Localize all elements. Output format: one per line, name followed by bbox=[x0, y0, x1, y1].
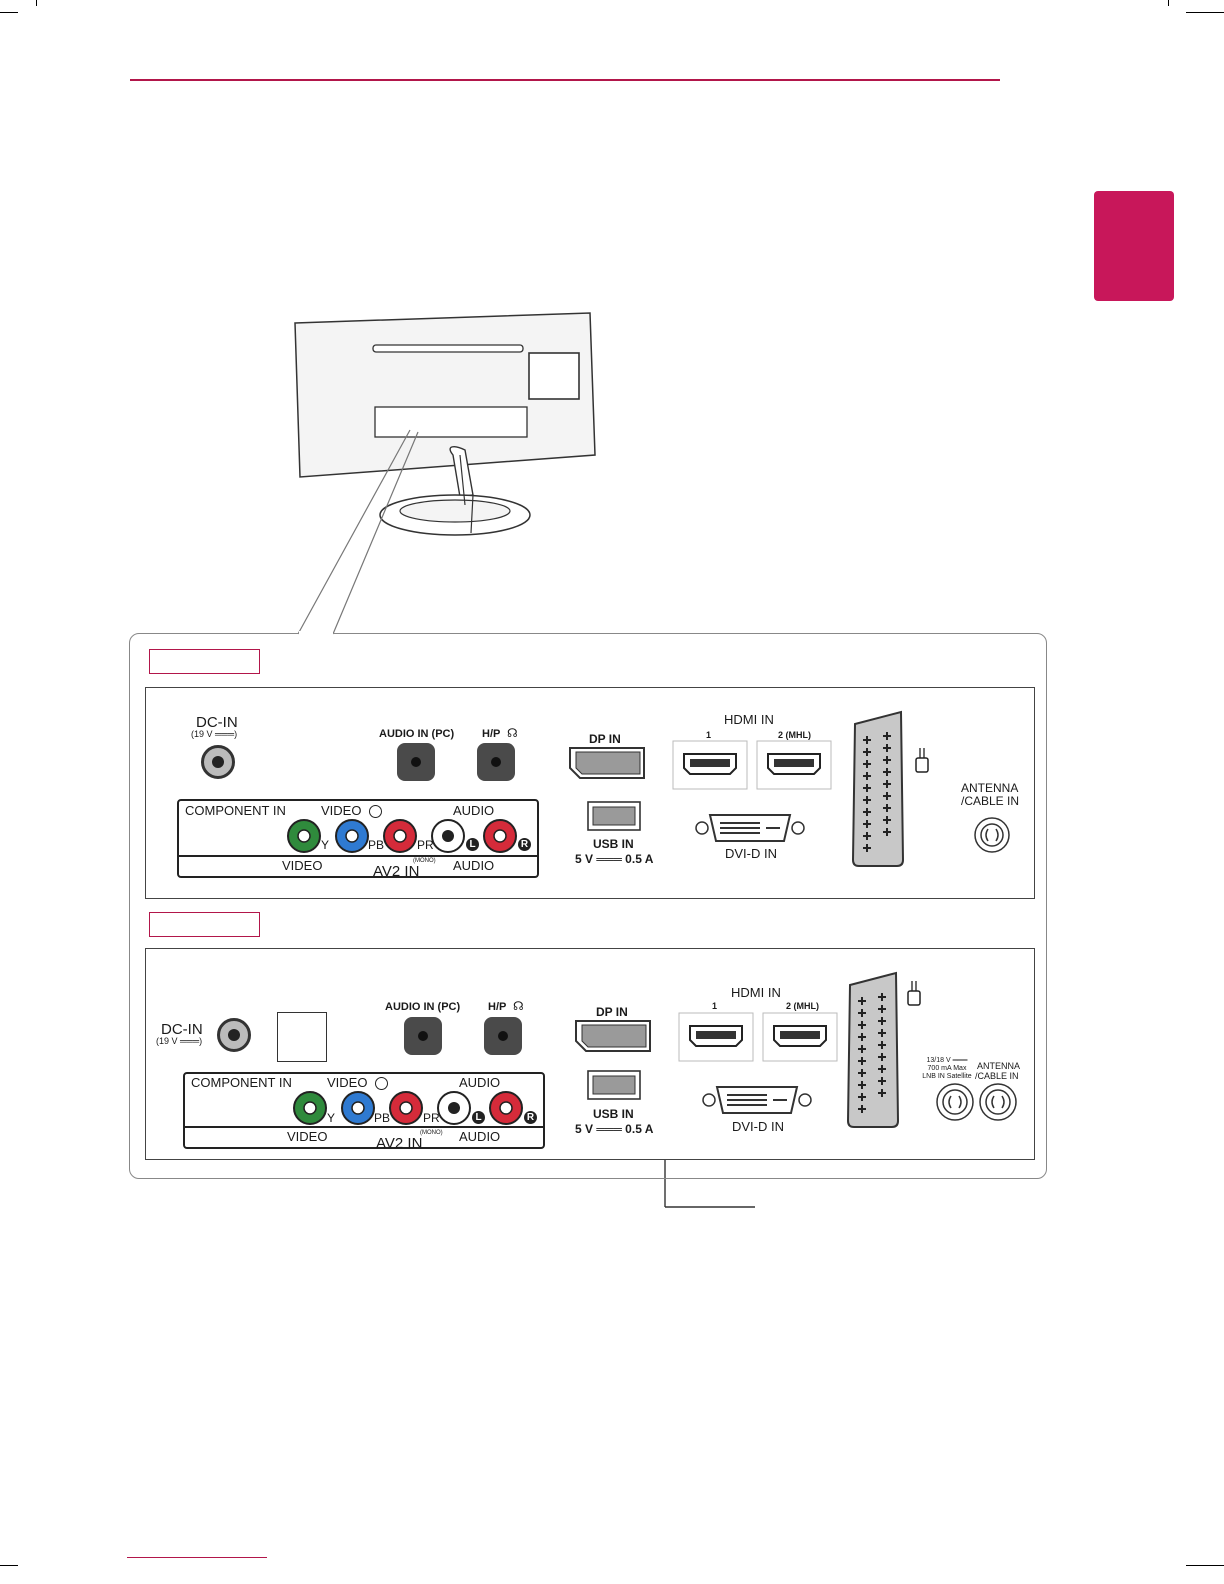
y-label: Y bbox=[327, 1111, 336, 1125]
l-label: L bbox=[472, 1111, 485, 1124]
audio-group-label: AUDIO bbox=[453, 803, 495, 818]
dp-port bbox=[575, 1020, 651, 1052]
crop-mark-bottom-right bbox=[1186, 1565, 1224, 1566]
audio-in-pc-label: AUDIO IN (PC) bbox=[379, 728, 455, 740]
av2-in-box bbox=[183, 1072, 545, 1149]
footer-rule bbox=[127, 1557, 267, 1558]
dvi-port bbox=[695, 814, 805, 842]
av2-in-label: AV2 IN bbox=[376, 1135, 423, 1152]
usb-in-label: USB IN bbox=[593, 837, 634, 851]
l-label: L bbox=[466, 838, 479, 851]
pr-label: PR bbox=[423, 1111, 440, 1125]
r-label: R bbox=[524, 1111, 537, 1124]
audio-bottom-label: AUDIO bbox=[453, 858, 495, 873]
audio-in-pc-port bbox=[404, 1017, 442, 1055]
crop-mark-top-left-v bbox=[36, 0, 37, 6]
antenna-label-line1: ANTENNA bbox=[977, 1061, 1021, 1071]
video-bottom-label: VIDEO bbox=[287, 1129, 328, 1144]
blank-port-cover bbox=[277, 1012, 327, 1062]
dp-in-label: DP IN bbox=[589, 732, 621, 746]
dc-in-spec: (19 V ═══) bbox=[156, 1036, 203, 1046]
usb-spec: 5 V ═══ 0.5 A bbox=[575, 852, 654, 866]
hp-label: H/P bbox=[482, 728, 501, 740]
headphone-icon: ☊ bbox=[513, 999, 524, 1013]
pr-label: PR bbox=[417, 838, 434, 852]
antenna-label-line1: ANTENNA bbox=[961, 781, 1019, 795]
hdmi-2-port bbox=[762, 1012, 838, 1062]
side-tab bbox=[1094, 191, 1174, 301]
dvi-port bbox=[702, 1086, 812, 1114]
usb-spec: 5 V ═══ 0.5 A bbox=[575, 1122, 654, 1136]
component-in-label: COMPONENT IN bbox=[191, 1075, 292, 1090]
dp-port bbox=[569, 747, 645, 779]
pb-label: PB bbox=[368, 838, 385, 852]
scart-icon bbox=[907, 981, 921, 1006]
scart-port bbox=[846, 971, 900, 1128]
hdmi-2-label: 2 (MHL) bbox=[778, 730, 811, 740]
hdmi-1-port bbox=[678, 1012, 754, 1062]
usb-port bbox=[587, 1070, 641, 1100]
mono-label: (MONO) bbox=[413, 858, 436, 864]
input-panel-2: DC-IN (19 V ═══) AUDIO IN (PC) H/P ☊ DP … bbox=[145, 948, 1035, 1160]
hdmi-1-label: 1 bbox=[706, 730, 712, 740]
antenna-label-line2: /CABLE IN bbox=[961, 794, 1020, 808]
usb-port bbox=[587, 801, 641, 831]
crop-mark-top-left bbox=[0, 12, 18, 13]
hdmi-2-port bbox=[756, 740, 832, 790]
model-tag-2 bbox=[149, 912, 260, 937]
dc-in-label: DC-IN bbox=[161, 1021, 203, 1038]
crop-mark-bottom-left bbox=[0, 1565, 18, 1566]
audio-group-label: AUDIO bbox=[459, 1075, 501, 1090]
lnb-label: 13/18 V ═══ 700 mA Max LNB IN Satellite bbox=[922, 1057, 972, 1080]
rca-jacks bbox=[287, 819, 517, 853]
headphone-icon: ☊ bbox=[507, 726, 518, 740]
hp-label: H/P bbox=[488, 1001, 507, 1013]
antenna-label-line2: /CABLE IN bbox=[975, 1071, 1019, 1081]
av2-in-label: AV2 IN bbox=[373, 863, 420, 880]
monitor-back-illustration bbox=[294, 312, 596, 536]
scart-port bbox=[851, 710, 905, 867]
pb-label: PB bbox=[374, 1111, 391, 1125]
video-group-label: VIDEO bbox=[327, 1075, 368, 1090]
video-bottom-label: VIDEO bbox=[282, 858, 323, 873]
hp-port bbox=[477, 743, 515, 781]
lnb-satellite-port bbox=[936, 1083, 974, 1121]
hdmi-in-label: HDMI IN bbox=[731, 985, 781, 1000]
audio-in-pc-port bbox=[397, 743, 435, 781]
hp-port bbox=[484, 1017, 522, 1055]
mono-label: (MONO) bbox=[420, 1130, 443, 1136]
connection-panel-frame bbox=[129, 633, 1047, 1179]
antenna-port bbox=[979, 1083, 1017, 1121]
dvi-label: DVI-D IN bbox=[725, 846, 777, 861]
hdmi-1-label: 1 bbox=[712, 1001, 718, 1011]
crop-mark-top-right bbox=[1186, 12, 1224, 13]
dc-in-spec: (19 V ═══) bbox=[191, 729, 238, 739]
hdmi-2-label: 2 (MHL) bbox=[786, 1001, 819, 1011]
antenna-port bbox=[974, 817, 1010, 853]
video-group-label: VIDEO bbox=[321, 803, 362, 818]
y-label: Y bbox=[321, 838, 330, 852]
dc-in-port bbox=[201, 745, 235, 779]
hdmi-in-label: HDMI IN bbox=[724, 712, 774, 727]
video-ring-icon bbox=[375, 1077, 388, 1090]
header-rule bbox=[130, 79, 1000, 81]
component-in-label: COMPONENT IN bbox=[185, 803, 286, 818]
hdmi-1-port bbox=[672, 740, 748, 790]
dvi-label: DVI-D IN bbox=[732, 1119, 784, 1134]
audio-in-pc-label: AUDIO IN (PC) bbox=[385, 1001, 461, 1013]
dc-in-port bbox=[217, 1018, 251, 1052]
usb-in-label: USB IN bbox=[593, 1107, 634, 1121]
dp-in-label: DP IN bbox=[596, 1005, 628, 1019]
av2-in-box bbox=[177, 799, 539, 878]
crop-mark-top-right-v bbox=[1168, 0, 1169, 6]
rca-jacks bbox=[293, 1091, 523, 1125]
audio-bottom-label: AUDIO bbox=[459, 1129, 501, 1144]
scart-icon bbox=[915, 748, 929, 773]
dc-in-label: DC-IN bbox=[196, 714, 238, 731]
model-tag-1 bbox=[149, 649, 260, 674]
input-panel-1: DC-IN (19 V ═══) AUDIO IN (PC) H/P ☊ DP … bbox=[145, 687, 1035, 899]
r-label: R bbox=[518, 838, 531, 851]
video-ring-icon bbox=[369, 805, 382, 818]
